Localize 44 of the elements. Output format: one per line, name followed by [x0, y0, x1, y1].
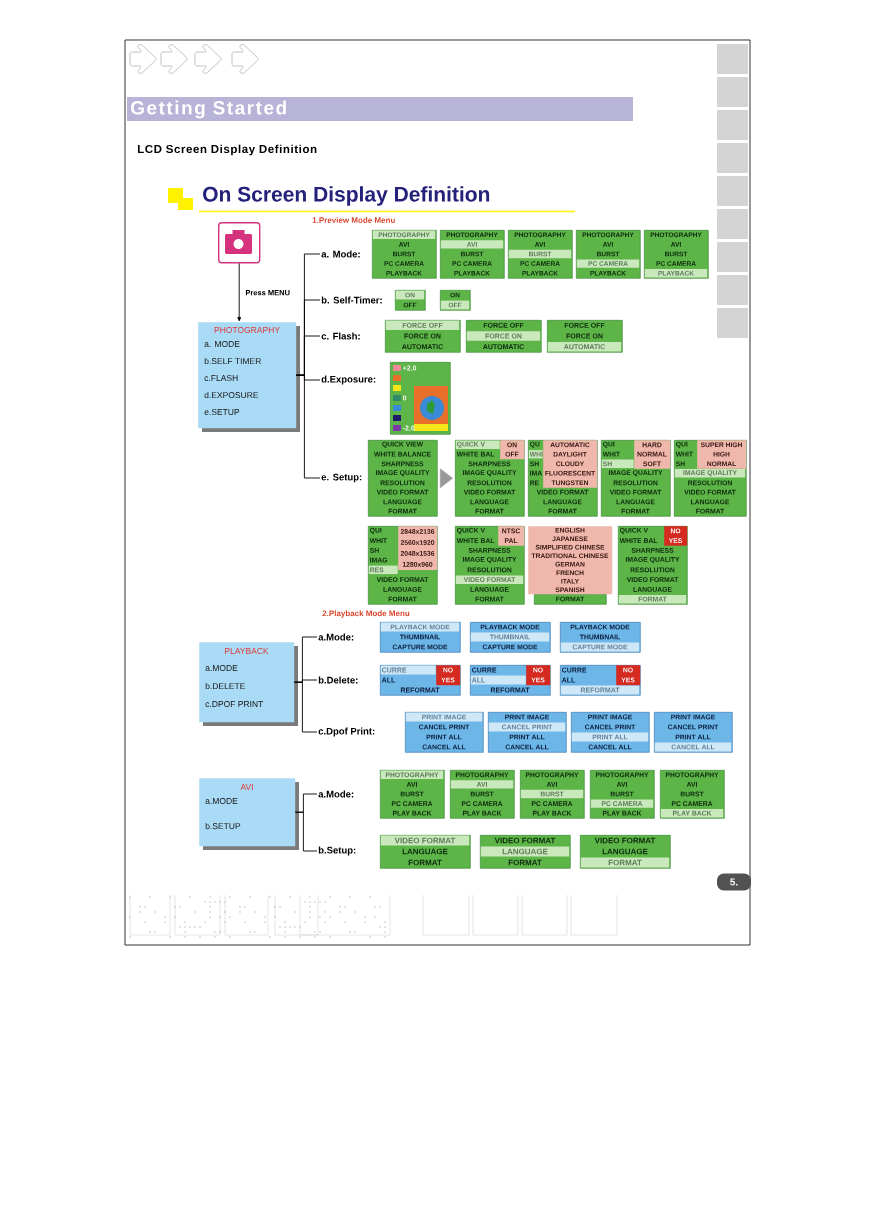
section-label: 2.Playback Mode Menu	[322, 610, 410, 618]
menu-item: d.EXPOSURE	[204, 391, 259, 399]
highlighted-menu-item: LANGUAGE	[480, 846, 570, 857]
menu-item: e.SETUP	[204, 409, 240, 415]
branch-label: b. Self-Timer:	[321, 296, 382, 304]
connector	[237, 262, 242, 322]
menu-item: c.DPOF PRINT	[205, 701, 264, 707]
section-heading: Getting Started	[131, 100, 286, 119]
title: On Screen Display Definition	[203, 186, 490, 206]
highlighted-menu-item: VIDEO FORMAT	[380, 835, 470, 846]
menu-item: a.MODE	[205, 798, 238, 804]
connector	[294, 811, 318, 852]
camera-icon	[218, 222, 261, 264]
page-number: 5.	[717, 873, 751, 891]
menu-heading: AVI	[240, 784, 253, 790]
branch-label: a.Mode:	[318, 790, 354, 798]
menu-item: a. MODE	[204, 341, 240, 347]
subheading: LCD Screen Display Definition	[137, 144, 317, 156]
menu-item: b.SETUP	[205, 822, 241, 830]
highlighted-menu-item: FORMAT	[580, 857, 670, 868]
branch-label: a.Mode:	[318, 633, 354, 641]
connector	[295, 374, 321, 479]
branch-label: b.Delete:	[318, 676, 358, 684]
branch-label: c.Dpof Print:	[318, 727, 375, 737]
menu-item: b.DELETE	[205, 682, 245, 690]
menu-heading: PHOTOGRAPHY	[214, 327, 280, 333]
menu-item: LANGUAGE	[602, 848, 648, 855]
menu-heading: PLAYBACK	[225, 648, 269, 654]
branch-label: d.Exposure:	[321, 375, 376, 385]
connector	[439, 468, 453, 489]
menu-item: VIDEO FORMAT	[594, 837, 656, 844]
menu-item: LANGUAGE	[402, 848, 448, 855]
section-label: 1.Preview Mode Menu	[312, 217, 395, 223]
menu-item: a.MODE	[205, 665, 238, 671]
menu-item: FORMAT	[408, 859, 442, 866]
connector	[293, 681, 318, 733]
branch-label: e. Setup:	[321, 473, 362, 483]
menu-item: FORMAT	[508, 859, 542, 866]
menu-item: c.FLASH	[204, 375, 238, 381]
branch-label: b.Setup:	[318, 846, 356, 856]
branch-label: a. Mode:	[321, 250, 360, 258]
branch-label: c. Flash:	[321, 332, 360, 340]
menu-item: VIDEO FORMAT	[494, 837, 556, 844]
menu-item: b.SELF TIMER	[204, 357, 261, 365]
